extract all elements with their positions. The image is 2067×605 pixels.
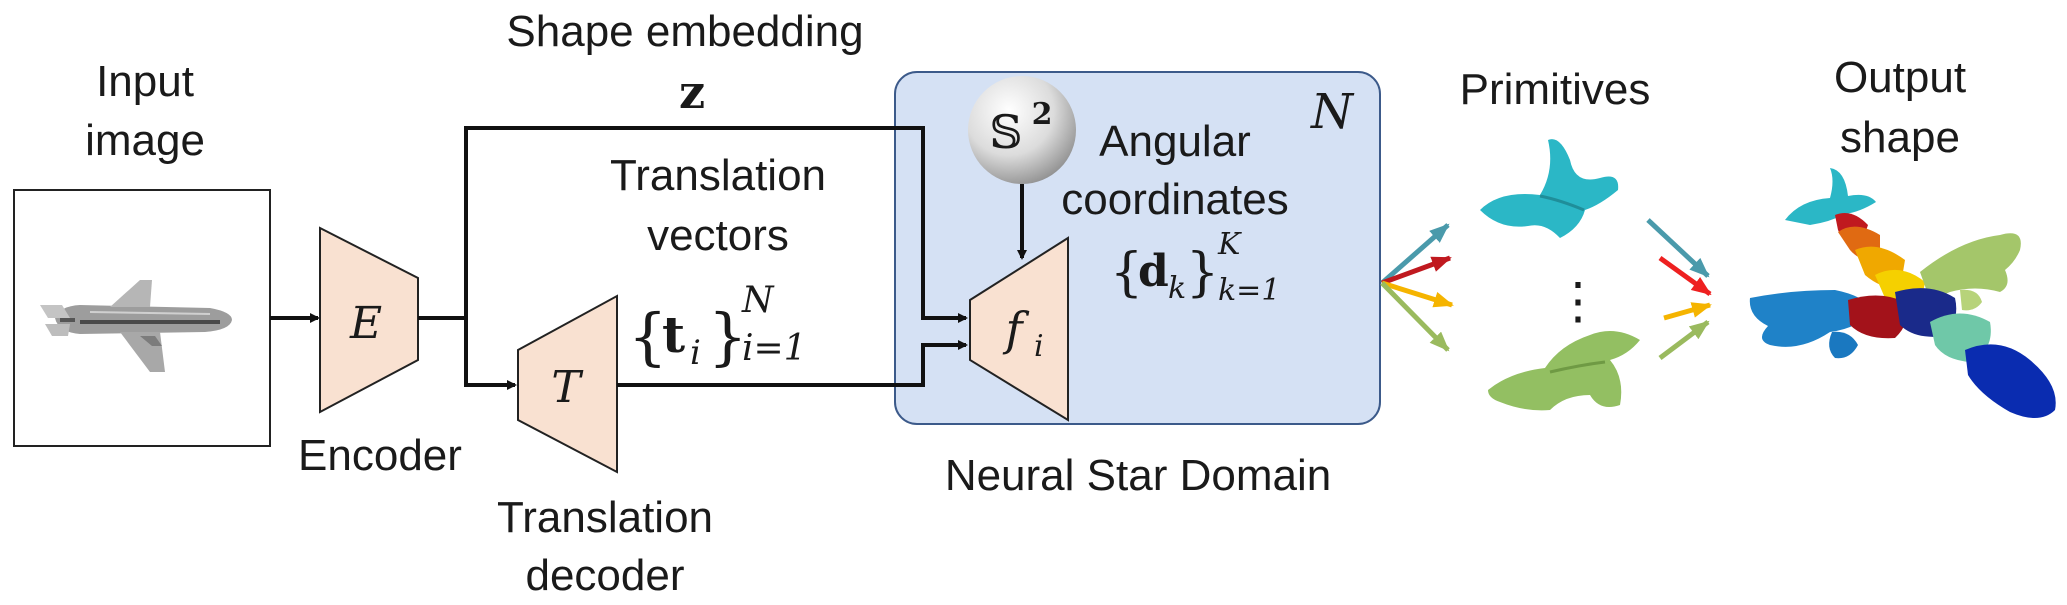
primitives-label: Primitives [1460,65,1651,114]
sphere-exponent: 2 [1032,97,1053,132]
svg-text:t: t [662,305,685,364]
svg-text:}: } [708,300,747,373]
colored-airplane-shape [1749,168,2056,419]
angular-coordinates-label-line1: Angular [1099,117,1251,166]
input-image-label-line1: Input [96,57,194,106]
arrow-green-out [1658,320,1710,360]
svg-text:N: N [741,280,775,321]
primitive-cyan-shape [1480,139,1619,238]
output-shape-label-line2: shape [1840,113,1960,162]
arrow-translation-vectors [617,340,968,387]
neural-star-domain-label: Neural Star Domain [945,451,1331,500]
primitives-ellipsis: ⋮ [1553,273,1603,329]
arrow-red [1381,255,1452,286]
arrow-yellow [1381,280,1454,308]
angular-coordinates-formula: { d k } K k=1 [1110,227,1280,308]
angular-coordinates-label-line2: coordinates [1061,175,1288,224]
arrow-red-out [1658,255,1712,297]
translation-symbol: T [551,362,584,413]
primitive-arrows [1380,223,1454,352]
svg-text:d: d [1138,246,1169,297]
encoder-label: Encoder [298,431,462,480]
fi-block [969,236,1069,422]
shape-embedding-symbol: z [679,65,705,119]
airplane-photo-icon [40,280,232,372]
svg-text:i: i [690,333,701,373]
primitive-green-shape [1488,331,1640,411]
svg-text:}: } [1186,243,1219,303]
svg-text:k=1: k=1 [1218,273,1280,308]
arrow-teal [1380,223,1450,285]
input-image [13,189,271,447]
translation-decoder-label-line1: Translation [497,493,713,542]
translation-decoder-block [517,294,618,474]
arrow-yellow-out [1663,302,1712,321]
shape-embedding-label: Shape embedding [506,7,863,56]
arrow-shape-embedding [464,126,968,323]
arrow-green [1380,281,1450,352]
output-arrows [1646,218,1712,360]
translation-vectors-formula: { t i } N i=1 [628,280,807,373]
fi-subscript: i [1034,329,1044,364]
output-shape-label-line1: Output [1834,53,1966,102]
translation-vectors-label-line1: Translation [610,151,826,200]
domain-count-symbol: N [1310,84,1355,140]
encoder-symbol: E [349,298,382,349]
svg-text:K: K [1217,227,1242,262]
svg-text:i=1: i=1 [742,328,807,369]
svg-text:{: { [1110,243,1143,303]
svg-text:k: k [1168,271,1186,306]
input-image-label-line2: image [85,116,205,165]
translation-decoder-label-line2: decoder [525,551,684,600]
translation-vectors-label-line2: vectors [647,211,789,260]
sphere-symbol: 𝕊 [989,105,1022,159]
encoder-block [319,226,419,414]
sphere-icon: 𝕊 2 [968,76,1076,184]
arrow-teal-out [1646,218,1710,278]
svg-text:{: { [628,300,667,373]
